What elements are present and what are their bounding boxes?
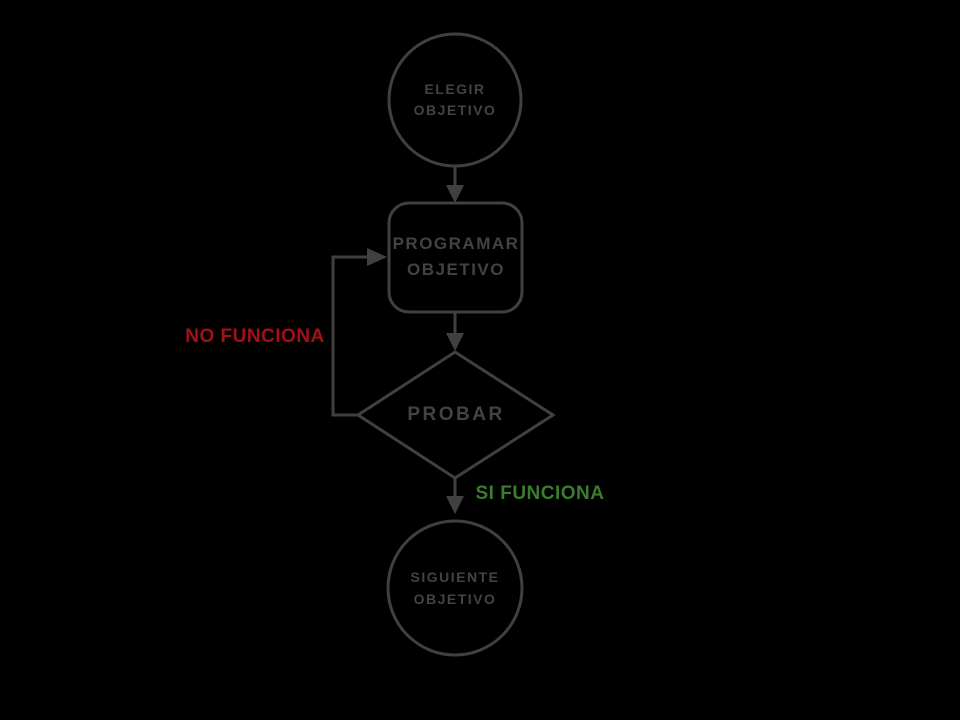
edge-failure-loop bbox=[331, 255, 368, 417]
end-node-label-line1: SIGUIENTE bbox=[410, 569, 500, 585]
start-node-label: ELEGIR OBJETIVO bbox=[414, 79, 497, 121]
success-edge-label: SI FUNCIONA bbox=[475, 483, 605, 504]
process-node-label-line2: OBJETIVO bbox=[407, 260, 505, 279]
end-node-circle bbox=[386, 519, 524, 657]
start-node-label-line2: OBJETIVO bbox=[413, 102, 497, 118]
start-node-label-line1: ELEGIR bbox=[424, 81, 486, 97]
process-node-label: PROGRAMAR OBJETIVO bbox=[393, 231, 520, 283]
arrowhead-decision-to-end bbox=[446, 496, 464, 514]
decision-node-label: PROBAR bbox=[407, 404, 505, 425]
arrowhead-failure-loop bbox=[367, 248, 387, 266]
start-node-circle bbox=[387, 32, 523, 168]
arrowhead-process-to-decision bbox=[446, 333, 464, 351]
end-node-label-line2: OBJETIVO bbox=[413, 591, 497, 607]
failure-edge-label: NO FUNCIONA bbox=[185, 326, 325, 347]
end-node-label: SIGUIENTE OBJETIVO bbox=[411, 566, 500, 610]
process-node-label-line1: PROGRAMAR bbox=[392, 234, 520, 253]
arrowhead-start-to-process bbox=[446, 185, 464, 203]
